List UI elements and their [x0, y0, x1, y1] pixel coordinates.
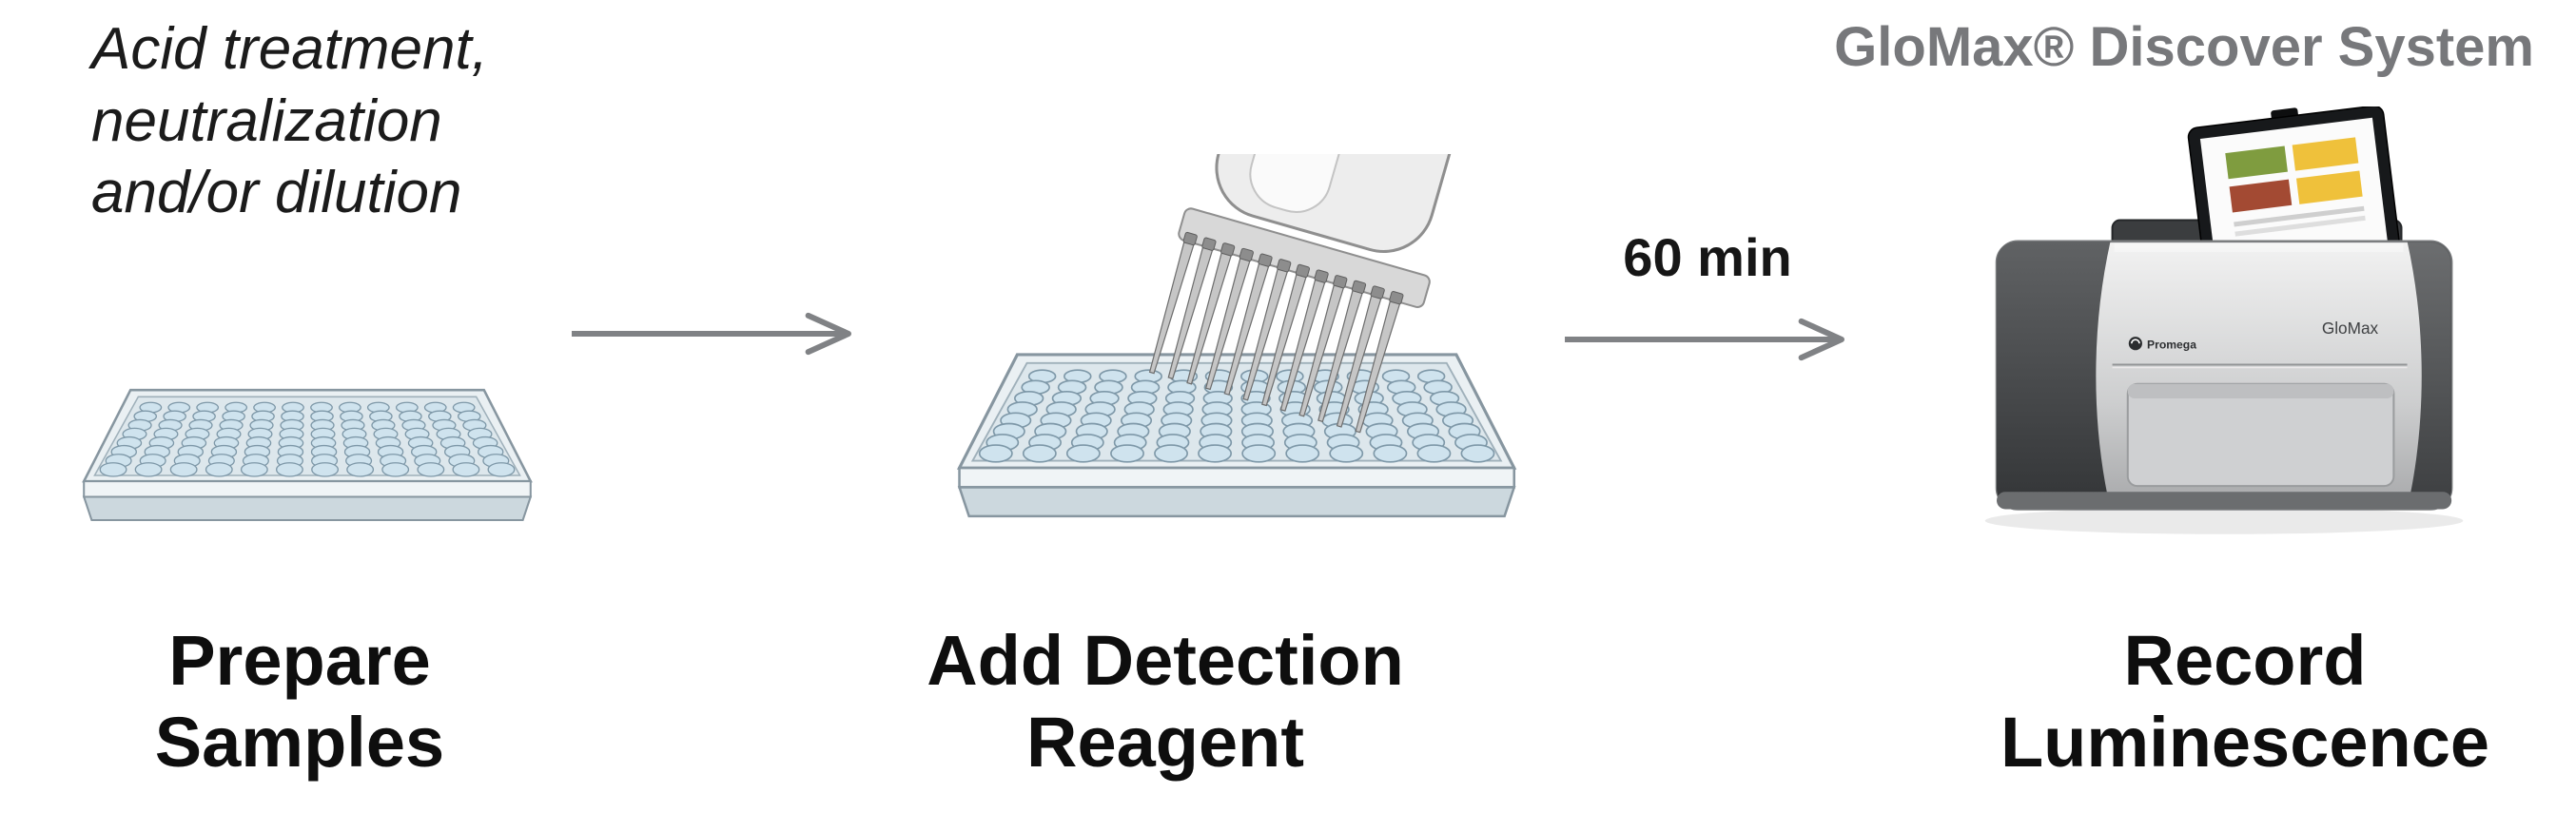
step-label-add-detection-reagent: Add Detection Reagent	[927, 621, 1404, 782]
instrument-title: GloMax® Discover System	[1834, 16, 2534, 78]
arrow-right-icon	[1565, 318, 1844, 361]
screen-block-yellow-bottom	[2295, 170, 2363, 204]
step-label-prepare-samples: Prepare Samples	[154, 621, 445, 782]
glomax-front-label: GloMax	[2322, 319, 2379, 338]
instrument-shadow	[1984, 507, 2464, 534]
screen-block-red	[2229, 179, 2293, 213]
svg-text:Promega: Promega	[2147, 338, 2196, 351]
arrow-right-icon	[572, 312, 851, 356]
screen-block-green	[2225, 145, 2288, 180]
door-shading	[2127, 383, 2394, 398]
microplate	[82, 388, 533, 521]
top-highlight	[2114, 242, 2404, 252]
microplate	[956, 353, 1517, 518]
pipette-tips	[1148, 231, 1404, 434]
sample-prep-annotation: Acid treatment, neutralization and/or di…	[91, 16, 488, 226]
front-door	[2126, 382, 2395, 488]
pipette-plate-icon	[956, 154, 1517, 518]
step-label-record-luminescence: Record Luminescence	[2000, 621, 2490, 782]
screen-block-yellow-top	[2292, 137, 2359, 171]
well-grid	[978, 369, 1495, 463]
microplate-icon	[82, 388, 533, 521]
glomax-instrument-icon: Promega GloMax	[1984, 106, 2464, 534]
multichannel-pipette	[1148, 154, 1465, 434]
instrument-left-panel	[1997, 241, 2111, 510]
promega-logo: Promega	[2128, 337, 2196, 351]
instrument-right-panel	[2407, 241, 2452, 510]
well-grid	[99, 401, 516, 477]
incubation-time-label: 60 min	[1623, 227, 1792, 287]
touchscreen	[2187, 106, 2401, 276]
instrument-base	[1997, 492, 2452, 510]
